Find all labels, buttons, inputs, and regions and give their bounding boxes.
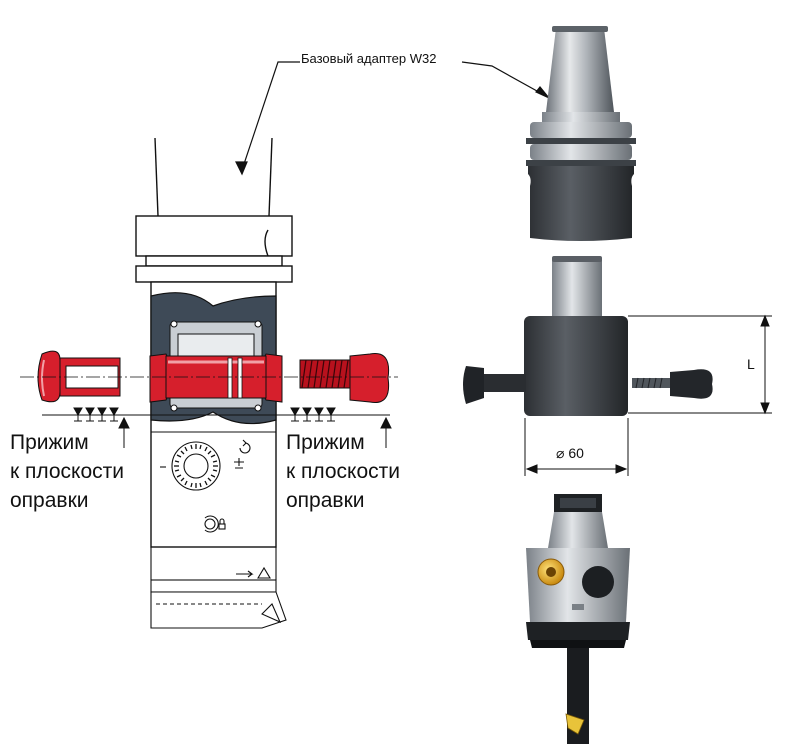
taper-right-line xyxy=(268,137,273,217)
dimension-lines xyxy=(524,314,772,476)
insert-triangle xyxy=(261,603,282,624)
clamp-label-left: Прижим к плоскости оправки xyxy=(10,431,125,512)
callout-arrows xyxy=(235,61,550,176)
base-module-photo xyxy=(463,256,713,416)
flange-body xyxy=(135,215,293,257)
boring-head-photo xyxy=(526,494,630,744)
tool-shank xyxy=(150,579,277,593)
dimension-diameter-label: ⌀ 60 xyxy=(556,445,584,461)
tool-body xyxy=(150,591,287,629)
taper-adapter-photo xyxy=(526,26,636,241)
rotate-icon xyxy=(239,442,251,454)
clamp-label-right: Прижим к плоскости оправки xyxy=(286,431,401,512)
flange-collar xyxy=(135,265,293,283)
clamp-right-screw xyxy=(299,359,351,389)
clamp-right-head xyxy=(349,353,390,403)
adapter-title: Базовый адаптер W32 xyxy=(301,51,437,66)
dimension-length-label: L xyxy=(747,356,755,372)
lock-rotate-icon xyxy=(204,518,216,530)
datum-marks-left xyxy=(73,407,130,448)
datum-marks-right xyxy=(290,407,392,448)
warning-icon xyxy=(257,566,271,579)
flange-groove xyxy=(145,255,283,267)
taper-left-line xyxy=(154,137,159,217)
